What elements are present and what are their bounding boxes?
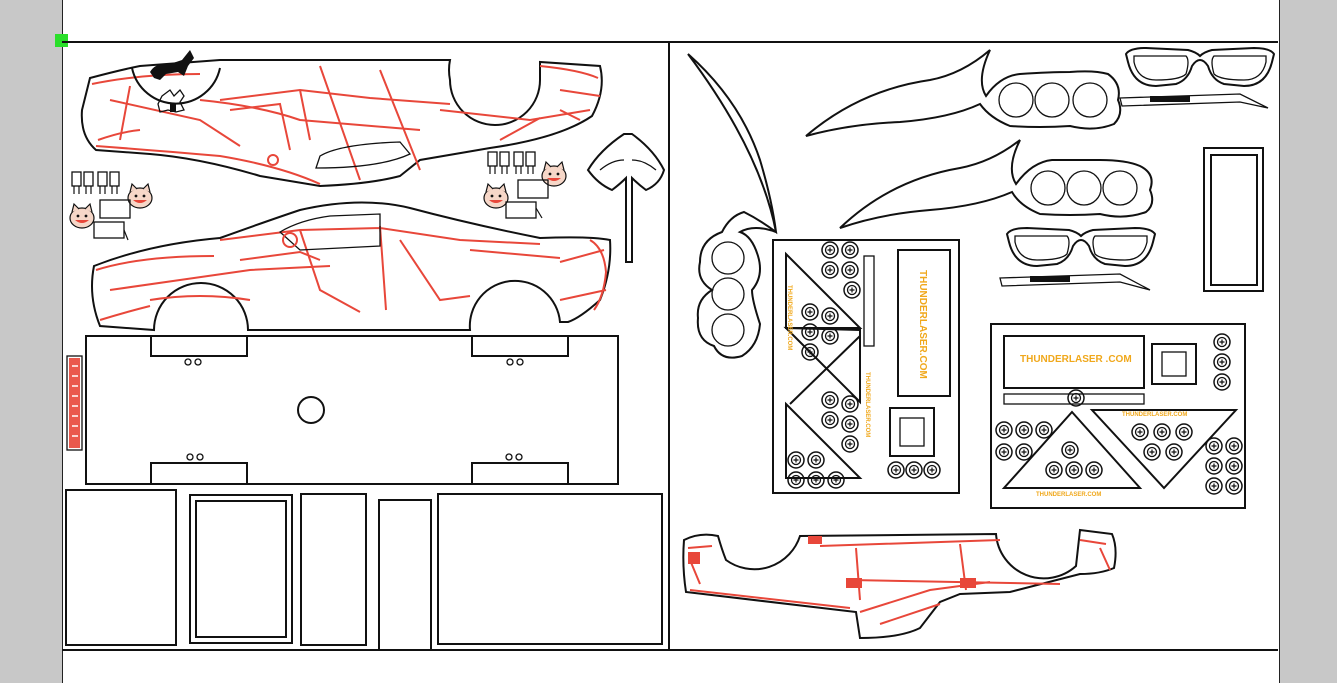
parts-board-2[interactable]: THUNDERLASER .COM THUNDERLASER.COM THUND… bbox=[990, 323, 1246, 509]
horse-logo[interactable] bbox=[131, 50, 221, 113]
karambit-knife-3[interactable] bbox=[839, 139, 1154, 229]
battle-axe[interactable] bbox=[586, 133, 666, 263]
kid-figures-right[interactable] bbox=[483, 151, 567, 219]
car-body-upper[interactable] bbox=[80, 59, 603, 188]
kid-figures-left[interactable] bbox=[69, 171, 153, 241]
laser-sheet bbox=[62, 0, 1280, 683]
brand-text-1: THUNDERLASER.COM bbox=[917, 270, 928, 379]
chassis-plate[interactable] bbox=[85, 335, 619, 485]
car-body-lower[interactable] bbox=[91, 201, 612, 332]
sunglasses-2[interactable] bbox=[999, 227, 1156, 291]
brand-text-6: THUNDERLASER.COM bbox=[1036, 492, 1101, 498]
parts-board-1[interactable]: THUNDERLASER.COM THUNDERLASER.COM THUNDE… bbox=[772, 239, 960, 494]
brand-text-4: THUNDERLASER .COM bbox=[1020, 354, 1132, 365]
car-side-rail[interactable] bbox=[682, 528, 1117, 640]
side-strip[interactable] bbox=[66, 355, 83, 451]
karambit-knife-2[interactable] bbox=[805, 49, 1122, 137]
photo-frame[interactable] bbox=[1203, 147, 1264, 292]
brand-text-3: THUNDERLASER.COM bbox=[864, 372, 870, 437]
origin-marker[interactable] bbox=[55, 34, 68, 47]
karambit-knife-1[interactable] bbox=[687, 53, 778, 359]
base-panels[interactable] bbox=[65, 489, 663, 651]
brand-text-2: THUNDERLASER.COM bbox=[786, 285, 792, 350]
brand-text-5: THUNDERLASER.COM bbox=[1122, 412, 1187, 418]
sunglasses-1[interactable] bbox=[1119, 47, 1275, 109]
